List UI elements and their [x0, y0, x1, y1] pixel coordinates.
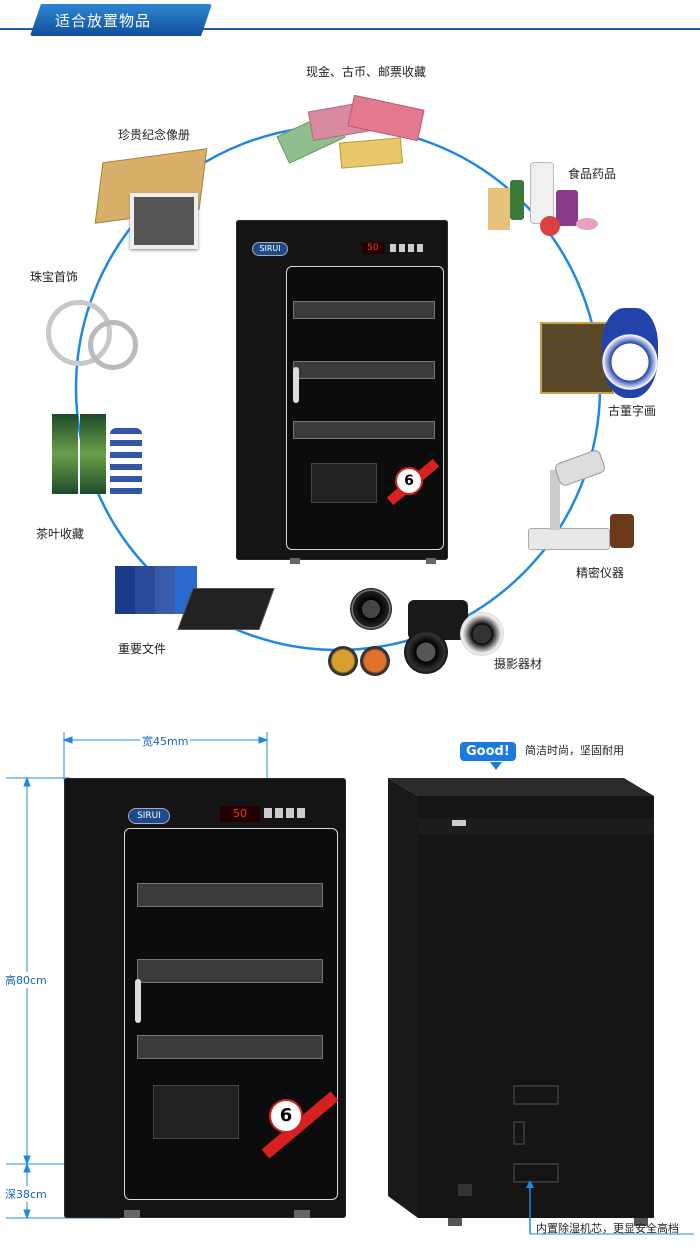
label-food-medicine: 食品药品 — [568, 167, 617, 181]
tea-image — [48, 408, 148, 508]
label-camera-gear: 摄影器材 — [494, 657, 543, 671]
shelf — [293, 421, 435, 439]
label-tea: 茶叶收藏 — [36, 527, 85, 541]
good-callout: Good! — [460, 740, 516, 761]
label-cash-coins-stamps: 现金、古币、邮票收藏 — [306, 65, 427, 79]
dehumidifier-unit — [311, 463, 377, 503]
cabinet-foot — [290, 558, 300, 564]
door-handle — [135, 979, 141, 1023]
good-badge: Good! — [460, 742, 516, 761]
width-label: 宽45mm — [140, 733, 191, 749]
feature-pointer — [526, 1180, 694, 1235]
shelf — [137, 883, 323, 907]
photo-album-image — [94, 145, 210, 249]
precision-instrument-image — [520, 448, 640, 558]
shelf — [137, 1035, 323, 1059]
cabinet-foot — [426, 558, 436, 564]
label-precision-instruments: 精密仪器 — [576, 566, 625, 580]
warranty-badge: 6 — [269, 1099, 303, 1133]
label-photo-album: 珍贵纪念像册 — [118, 128, 191, 142]
callout-arrow — [490, 762, 502, 770]
food-medicine-image — [480, 150, 600, 250]
camera-gear-image — [328, 570, 508, 680]
humidity-display: 50 — [220, 806, 260, 822]
dry-cabinet-front: SIRUI 50 6 — [64, 778, 346, 1218]
dehumidifier-unit — [153, 1085, 239, 1139]
depth-label: 深38cm — [4, 1186, 48, 1202]
height-label: 高80cm — [4, 972, 48, 988]
documents-image — [115, 560, 275, 640]
antique-painting-image — [540, 308, 660, 398]
label-jewelry: 珠宝首饰 — [30, 270, 79, 284]
shelf — [293, 361, 435, 379]
label-documents: 重要文件 — [118, 642, 167, 656]
warranty-badge: 6 — [395, 467, 423, 495]
brand-logo: SIRUI — [128, 808, 170, 824]
control-buttons — [390, 244, 426, 252]
header-tab — [30, 4, 212, 36]
glass-door: 6 — [124, 828, 339, 1200]
control-buttons — [264, 808, 308, 818]
money-stamps-image — [276, 92, 430, 172]
glass-door: 6 — [286, 266, 444, 550]
label-antiques: 古董字画 — [608, 404, 657, 418]
dry-cabinet-back — [388, 778, 654, 1226]
shelf — [293, 301, 435, 319]
brand-logo: SIRUI — [252, 242, 288, 256]
door-handle — [293, 367, 299, 403]
header-divider — [0, 28, 700, 30]
jewelry-image — [40, 290, 140, 370]
humidity-display: 50 — [362, 243, 384, 254]
cabinet-foot — [294, 1210, 310, 1218]
shelf — [137, 959, 323, 983]
cabinet-foot — [124, 1210, 140, 1218]
good-text: 简洁时尚，坚固耐用 — [525, 744, 624, 757]
feature-text: 内置除湿机芯，更显安全高档 — [536, 1222, 679, 1235]
dry-cabinet-center: SIRUI 50 6 — [236, 220, 448, 564]
page-title: 适合放置物品 — [55, 12, 152, 30]
